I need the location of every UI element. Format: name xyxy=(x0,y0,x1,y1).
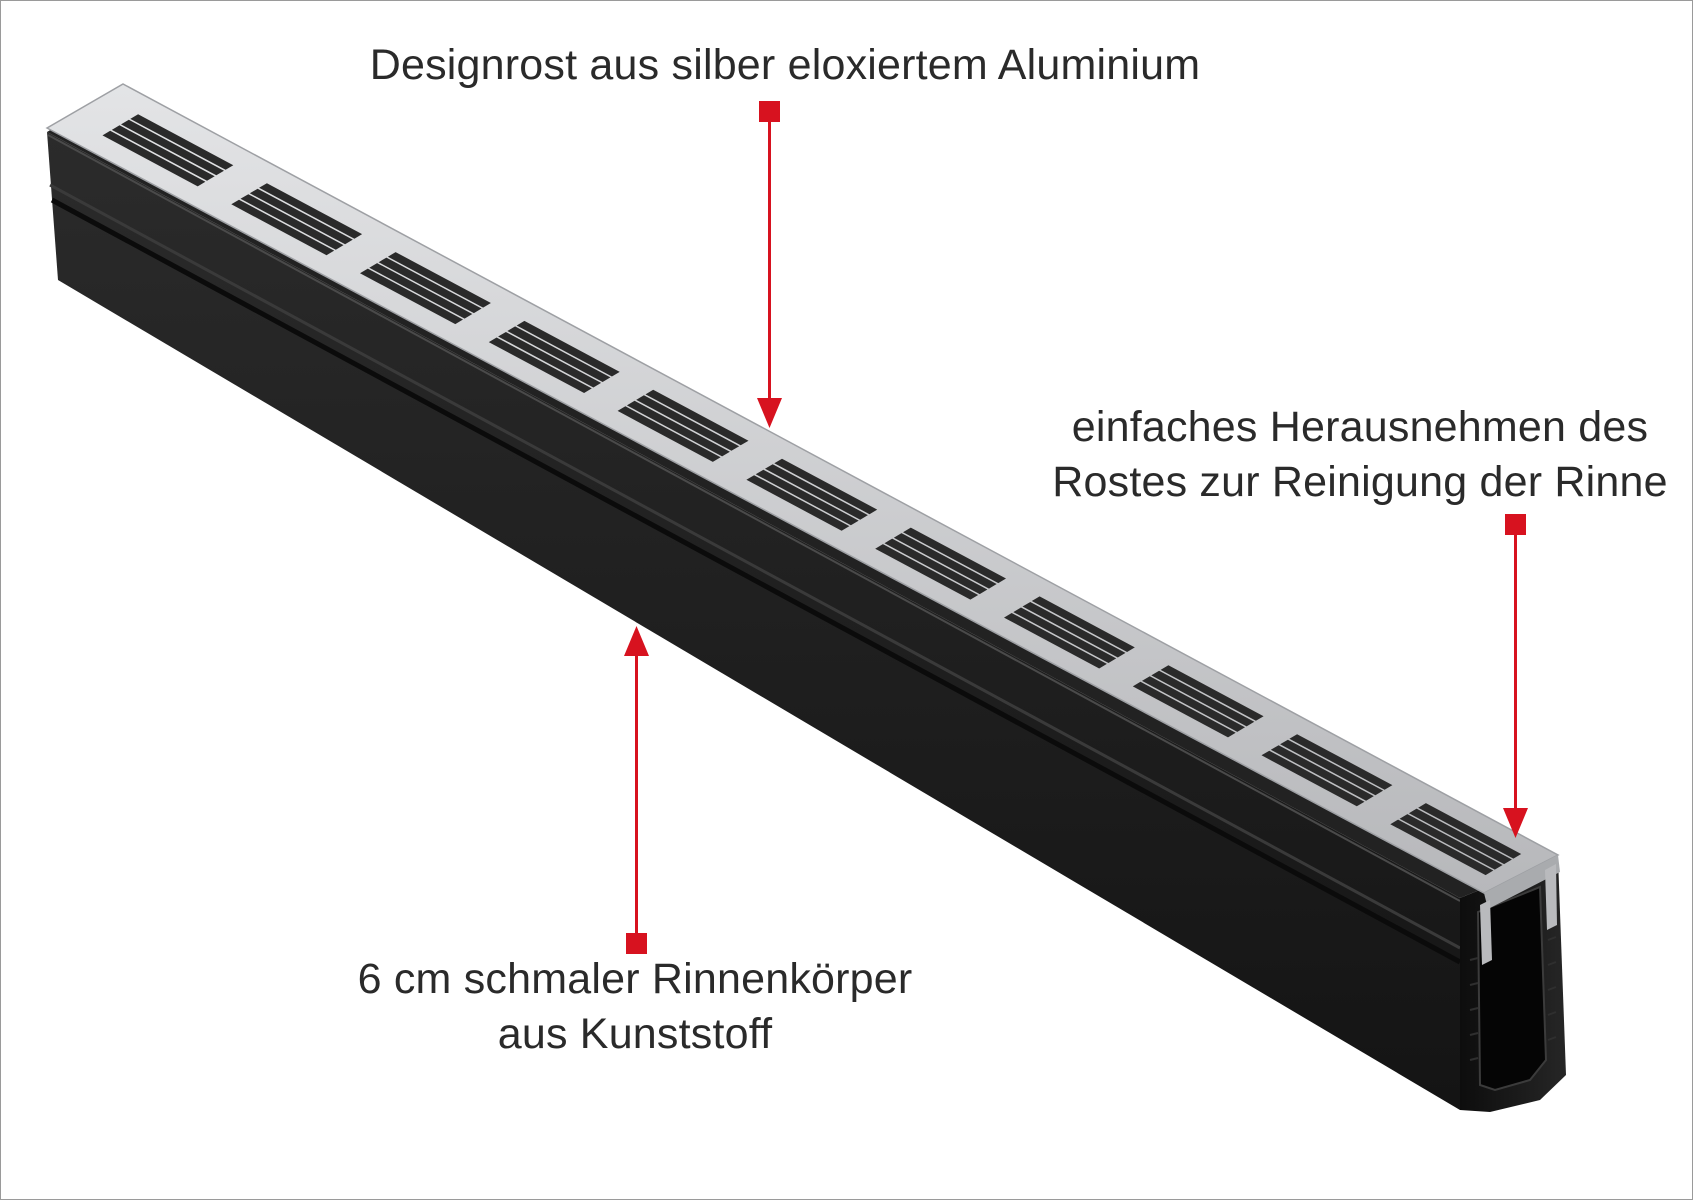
grate-slot xyxy=(1022,602,1126,658)
callout-arrows xyxy=(624,101,1528,954)
grate-slot xyxy=(360,268,463,325)
grate-slot xyxy=(1280,739,1384,796)
grate-end-lip xyxy=(1484,855,1560,909)
grate-slot xyxy=(1004,613,1107,669)
grate-slot xyxy=(636,395,740,451)
callout-removal-line2: Rostes zur Reinigung der Rinne xyxy=(1052,458,1668,506)
grate-slot xyxy=(875,544,979,600)
grate-slot xyxy=(645,389,749,446)
arrow-bottom xyxy=(624,626,649,954)
grate-slot xyxy=(903,527,1006,584)
channel-end-ribs xyxy=(1469,936,1557,1061)
grate-slot xyxy=(1261,750,1365,807)
callout-grate-label: Designrost aus silber eloxiertem Alumini… xyxy=(340,38,1230,93)
grate-slot xyxy=(755,469,859,526)
grate-slot xyxy=(1418,803,1522,859)
callout-removal-line1: einfaches Herausnehmen des xyxy=(1071,403,1649,451)
grate-slot xyxy=(1132,681,1236,738)
grate-slot xyxy=(259,183,363,239)
grate-slot xyxy=(1390,819,1494,876)
grate-slot xyxy=(507,326,611,382)
callout-channel-line1: 6 cm schmaler Rinnenkörper xyxy=(357,955,913,1003)
grate-slot xyxy=(130,114,234,170)
arrow-top xyxy=(757,101,782,428)
channel-side-face xyxy=(47,132,1460,1110)
grate-slot xyxy=(378,257,482,314)
channel-side-highlight xyxy=(47,134,1461,902)
arrow-right xyxy=(1503,514,1528,838)
grate-slot xyxy=(626,400,730,457)
callout-grate-text: Designrost aus silber eloxiertem Alumini… xyxy=(369,41,1201,89)
callout-channel-line2: aus Kunststoff xyxy=(497,1010,773,1058)
grate-slot xyxy=(102,130,206,187)
grate-slot xyxy=(249,188,353,245)
grate-clip-right xyxy=(1545,864,1557,930)
grate-slot xyxy=(498,332,602,388)
grate-slot xyxy=(369,263,473,319)
grate-clip-left xyxy=(1480,900,1492,965)
grate-slot xyxy=(231,199,335,256)
grate-slot xyxy=(1142,676,1245,732)
grate-slot xyxy=(516,320,620,377)
channel-groove-upper xyxy=(49,183,1461,950)
grate-slot xyxy=(746,475,850,531)
grate-slot xyxy=(1013,607,1117,663)
grate-slot xyxy=(1408,808,1512,865)
grate-slot xyxy=(1289,734,1393,790)
grate-slot xyxy=(1151,670,1255,727)
grate-slot xyxy=(765,464,868,520)
grate-slot xyxy=(774,458,878,515)
grate-slot xyxy=(617,406,721,462)
grate-slot xyxy=(488,337,592,393)
grate-slot xyxy=(240,194,344,250)
grate-slot xyxy=(1399,814,1503,870)
grate-slot xyxy=(1031,596,1135,652)
grate-slot xyxy=(884,538,988,595)
callout-removal-label: einfaches Herausnehmen des Rostes zur Re… xyxy=(1040,400,1680,510)
grate-slot xyxy=(111,125,215,181)
channel-groove-lower xyxy=(50,197,1462,965)
grate-slots xyxy=(102,114,1522,876)
grate-slot xyxy=(387,252,491,308)
grate-slot xyxy=(1160,665,1264,721)
grate-slot xyxy=(893,533,997,589)
grate-slot xyxy=(1270,745,1374,801)
callout-channel-label: 6 cm schmaler Rinnenkörper aus Kunststof… xyxy=(330,952,940,1062)
grate-slot xyxy=(121,119,224,176)
channel-end-opening xyxy=(1476,885,1548,1092)
aluminium-grate xyxy=(45,83,1560,965)
